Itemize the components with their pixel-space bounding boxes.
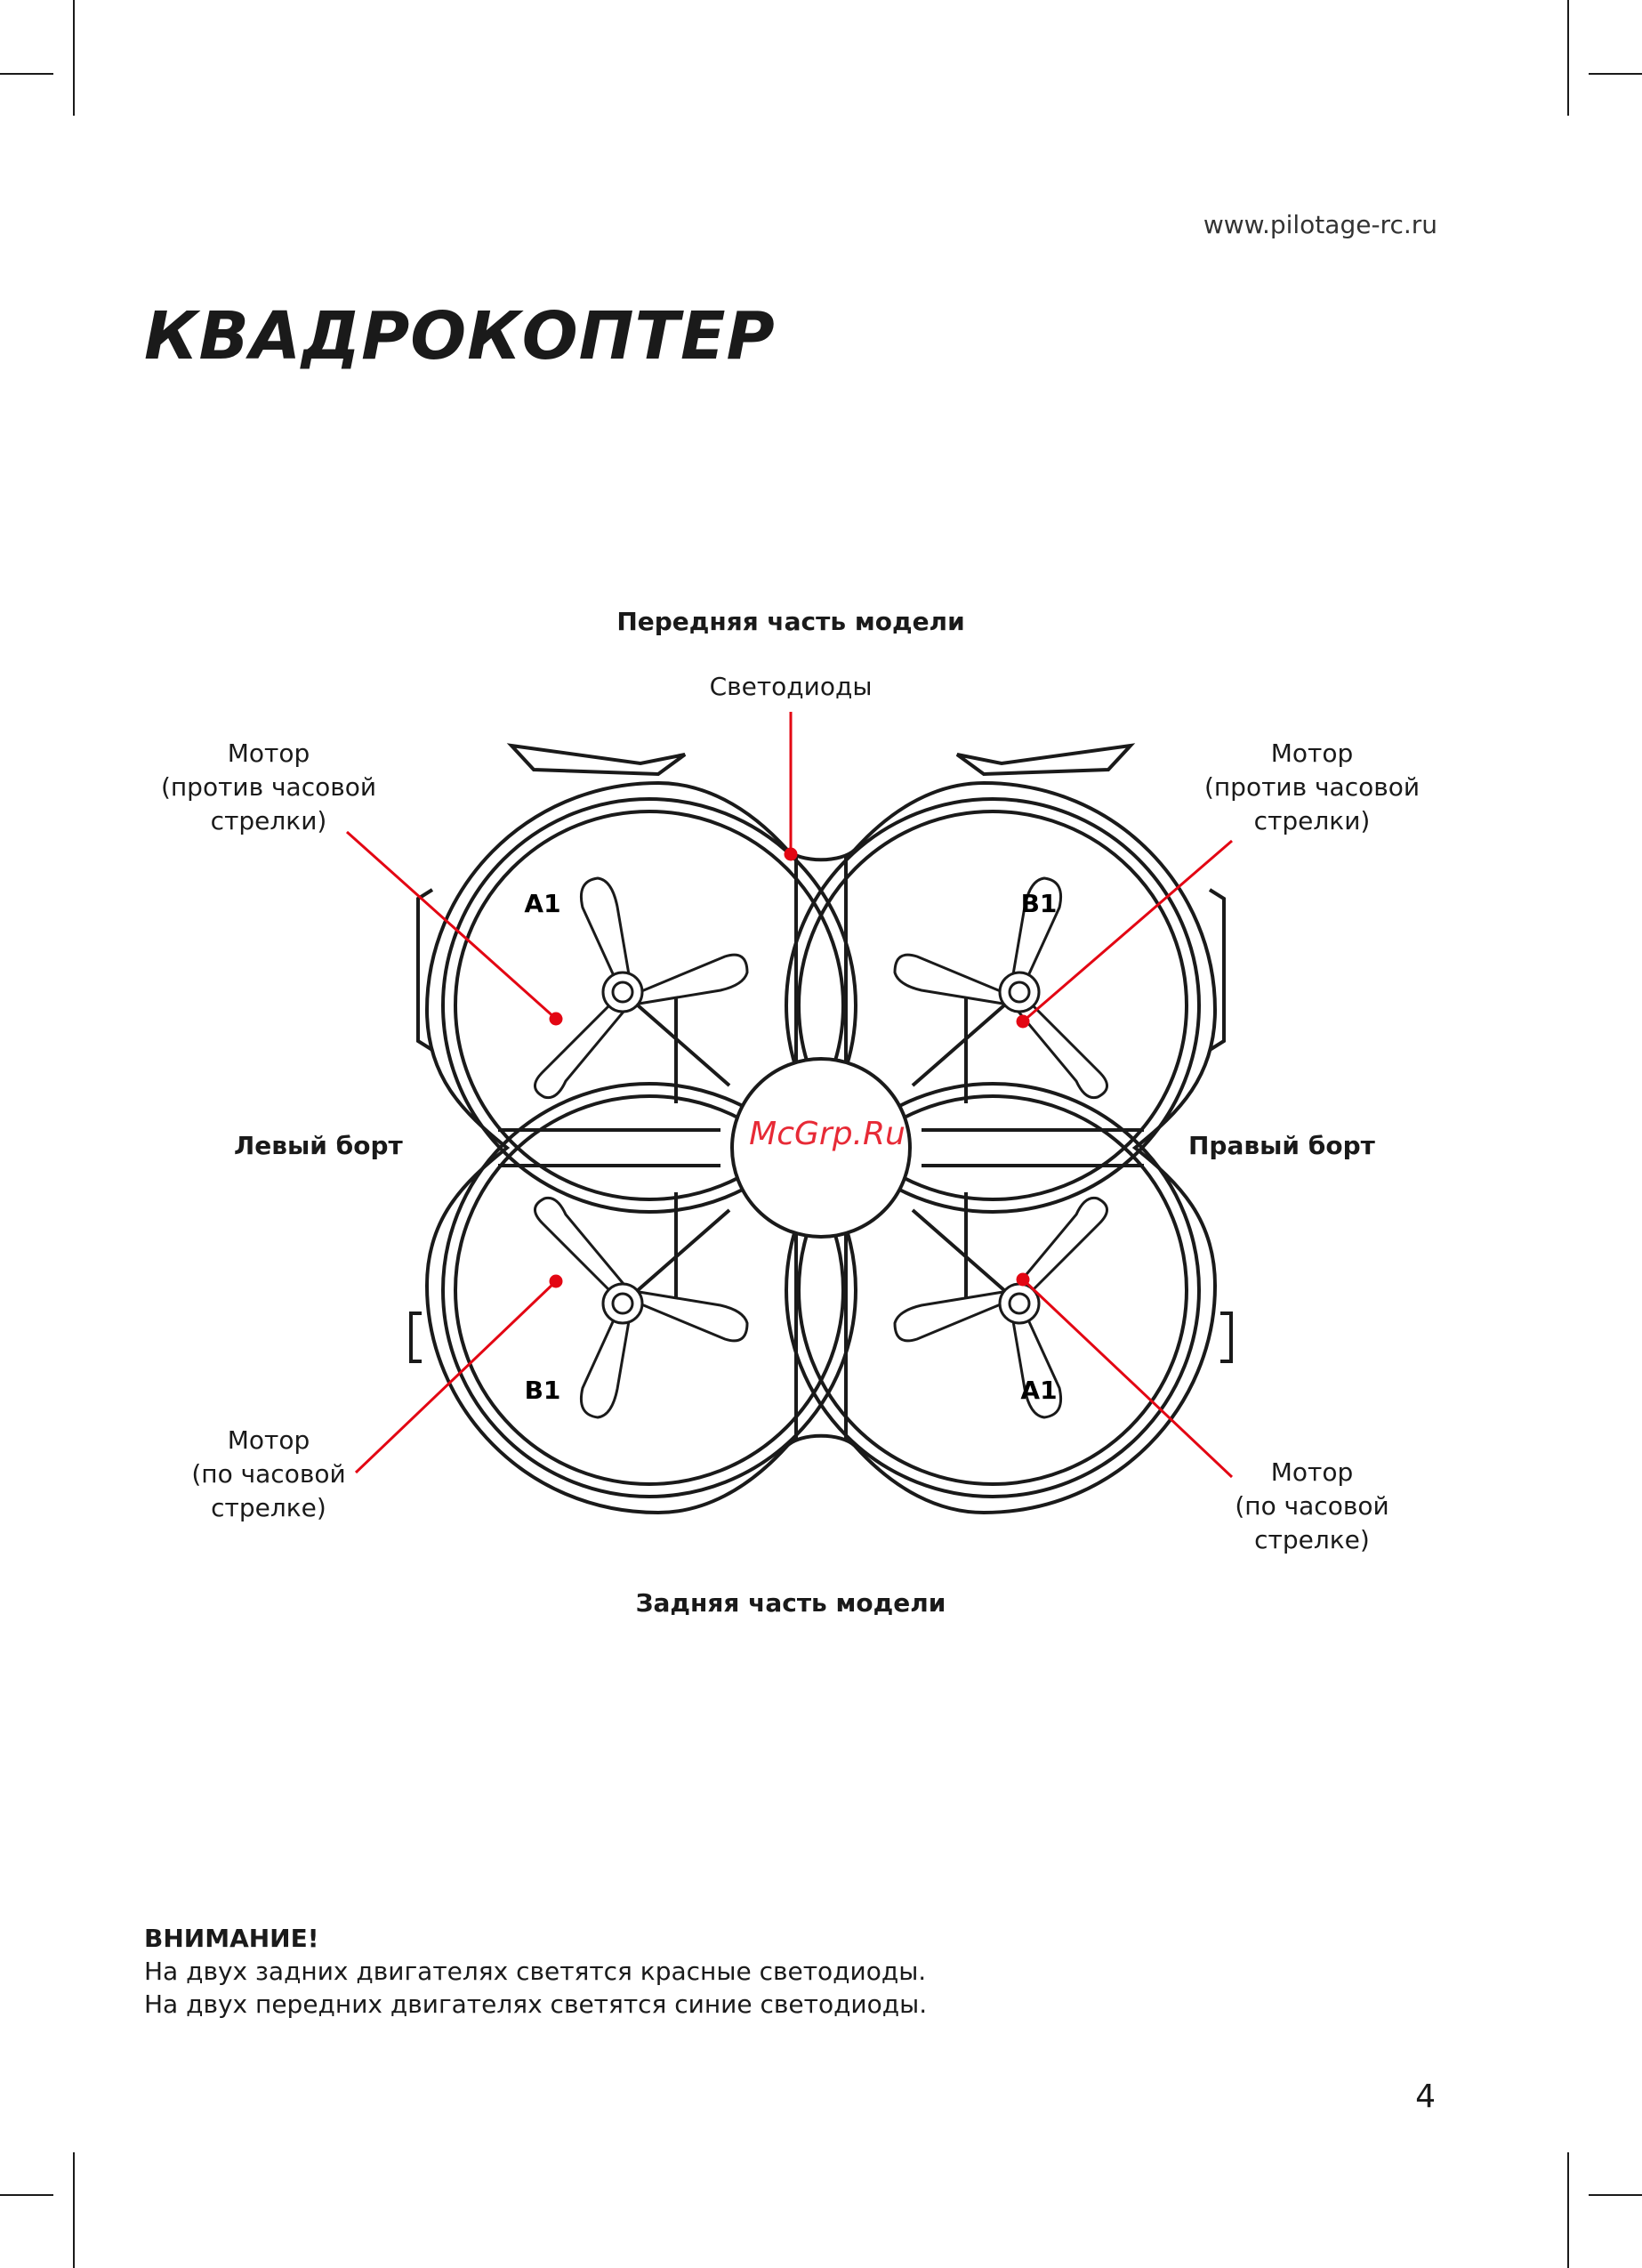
leader-lines [346, 712, 1234, 1479]
crop-mark [0, 73, 53, 75]
crop-mark [1567, 0, 1569, 116]
notice-heading: ВНИМАНИЕ! [144, 1924, 319, 1953]
rotor-label-a1-top: A1 [524, 889, 560, 918]
frame-outline [409, 743, 1233, 1515]
watermark: McGrp.Ru [749, 1116, 906, 1152]
propeller-tl [533, 876, 749, 1100]
website-url: www.pilotage-rc.ru [1203, 210, 1437, 239]
crop-mark [73, 0, 75, 116]
motor-label-tl: Мотор (против часовой стрелки) [160, 739, 377, 835]
back-label: Задняя часть модели [635, 1588, 946, 1618]
propeller-bl [533, 1196, 749, 1419]
crop-mark [1567, 2152, 1569, 2268]
right-side-label: Правый борт [1188, 1131, 1375, 1160]
rotor-label-a1-bottom: A1 [1020, 1376, 1057, 1405]
left-side-label: Левый борт [234, 1131, 403, 1160]
notice-block: ВНИМАНИЕ! На двух задних двигателях свет… [144, 1922, 927, 2021]
leds-label: Светодиоды [709, 672, 873, 701]
page-title: КВАДРОКОПТЕР [144, 298, 776, 375]
page-number: 4 [1415, 2078, 1436, 2115]
propeller-tr [893, 876, 1109, 1100]
crop-mark [1589, 2194, 1642, 2196]
center-hub [730, 1057, 912, 1239]
notice-line: На двух передних двигателях светятся син… [144, 1990, 928, 2019]
motor-label-bl: Мотор (по часовой стрелке) [191, 1425, 346, 1522]
propeller-br [893, 1196, 1109, 1419]
front-label: Передняя часть модели [616, 607, 965, 636]
motor-label-tr: Мотор (против часовой стрелки) [1203, 739, 1421, 835]
crop-mark [0, 2194, 53, 2196]
notice-line: На двух задних двигателях светятся красн… [144, 1957, 927, 1986]
crop-mark [73, 2152, 75, 2268]
crop-mark [1589, 73, 1642, 75]
rotor-label-b1-bottom: B1 [525, 1376, 561, 1405]
motor-label-br: Мотор (по часовой стрелке) [1235, 1457, 1389, 1554]
rotor-label-b1-top: B1 [1021, 889, 1058, 918]
